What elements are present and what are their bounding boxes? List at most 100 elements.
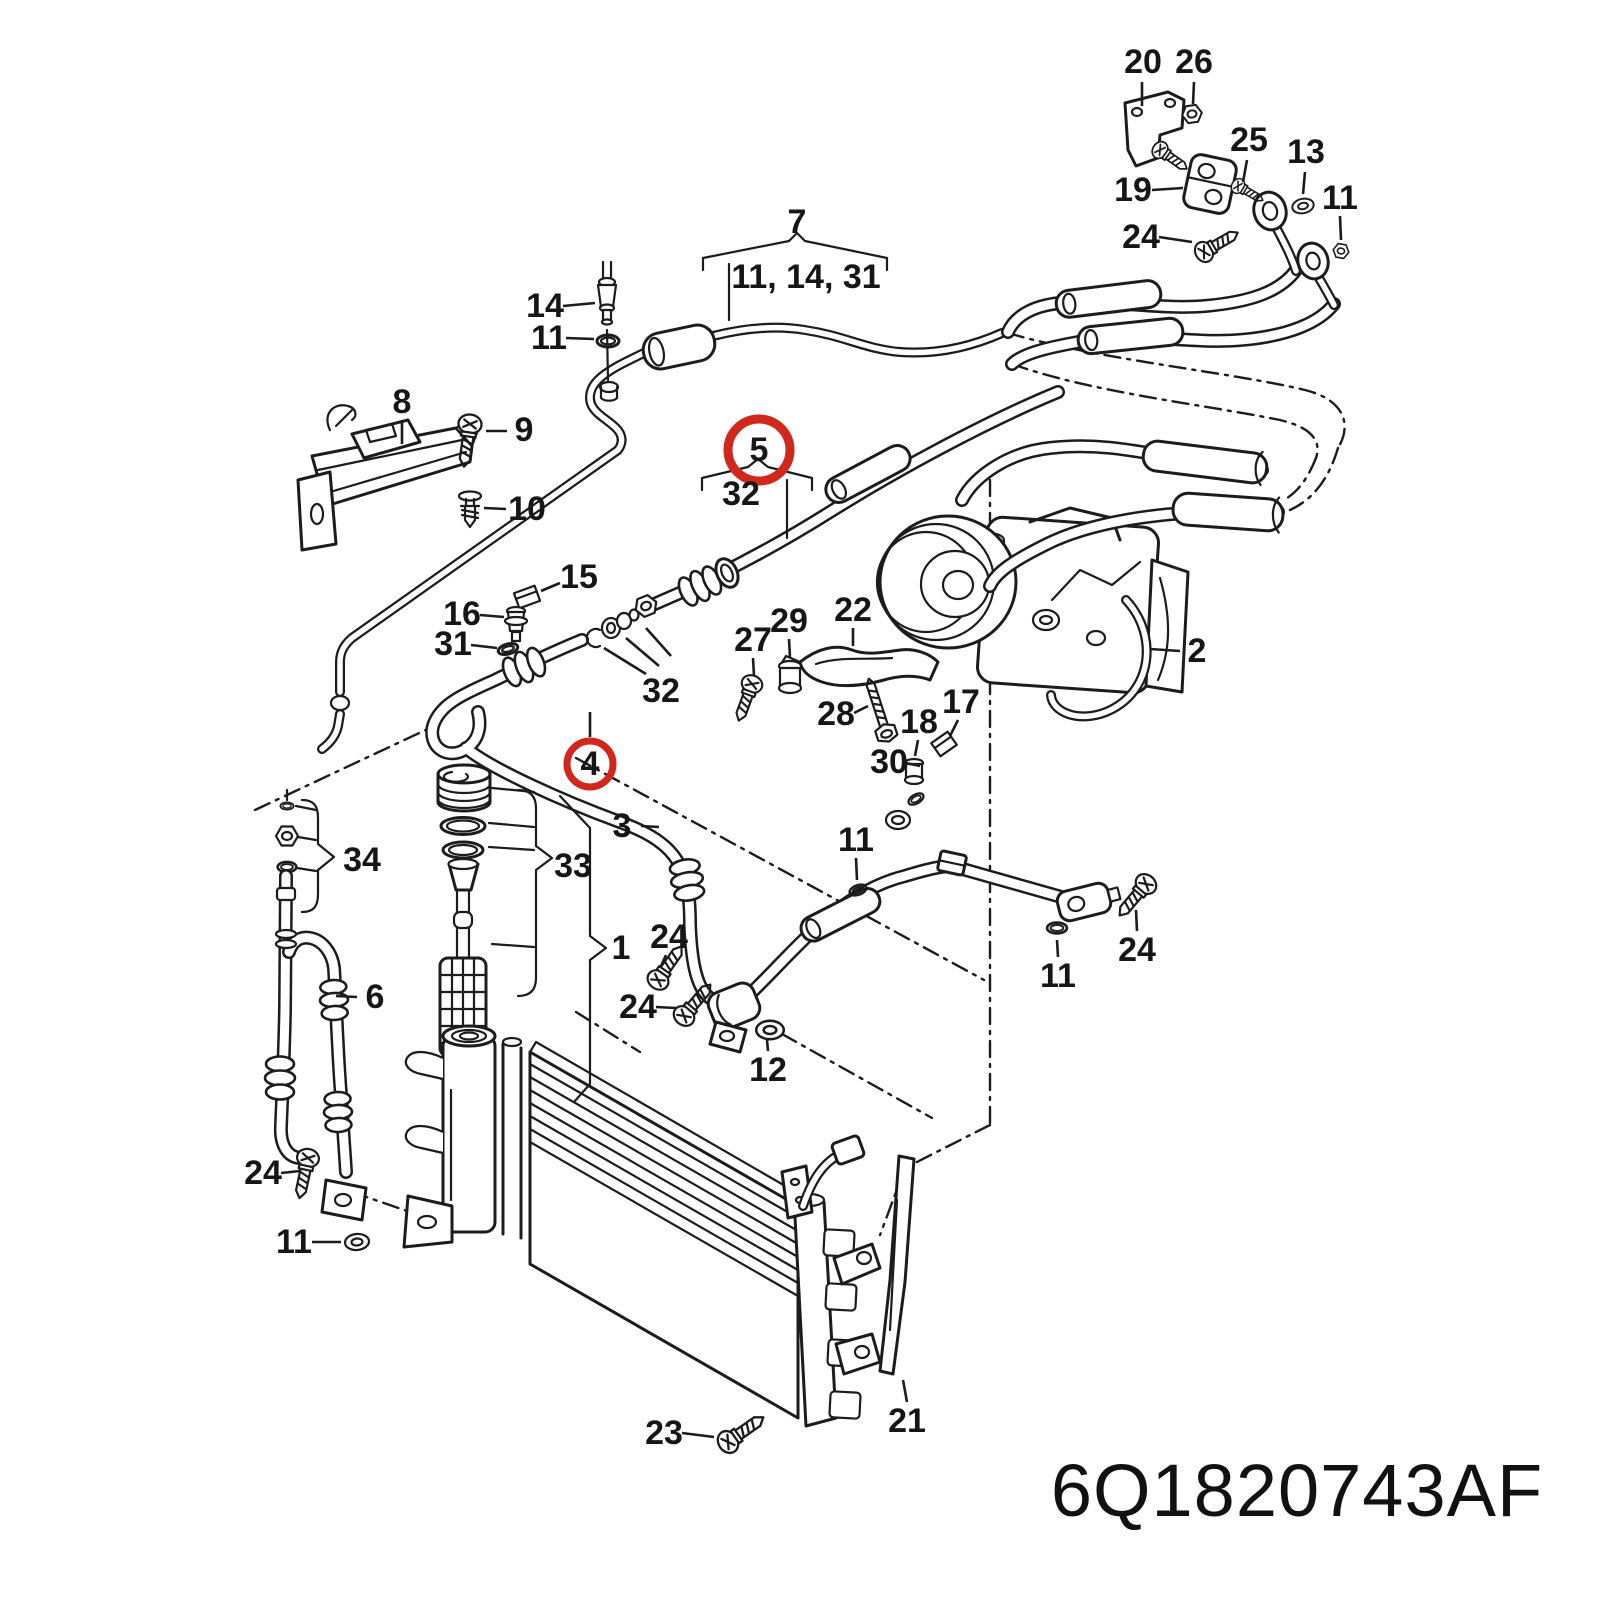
- part-label-26: 26: [1175, 43, 1213, 81]
- part-label-group-24-35: 24: [619, 988, 677, 1026]
- trim-strip-21: [878, 1154, 916, 1376]
- part-label-group-25-2: 25: [1230, 121, 1268, 183]
- screw-24-icon: [1190, 222, 1245, 267]
- leader-line: [905, 761, 921, 768]
- brace-33: [516, 788, 554, 998]
- washer-12-icon: [754, 1019, 786, 1041]
- part-label-8: 8: [393, 383, 412, 421]
- part-label-group-34-31: 34: [343, 841, 381, 879]
- part-label-11: 11: [838, 821, 874, 859]
- fitting-17: [930, 730, 958, 758]
- part-label-33: 33: [554, 847, 592, 885]
- part-label-group-11-37: 11: [1040, 939, 1076, 995]
- leader-line: [483, 506, 507, 511]
- leader-line: [603, 646, 647, 676]
- pipe-7-assembly: [322, 260, 1002, 749]
- part-label-group-2-26: 2: [1149, 632, 1207, 670]
- coupler: [884, 809, 912, 831]
- compressor: [875, 506, 1190, 716]
- part-label-group-3-29: 3: [613, 807, 660, 845]
- pipe-muffler: [641, 323, 717, 371]
- hose-3-4-5-assembly: [432, 392, 1162, 1054]
- pressure-valve-14: [596, 260, 618, 326]
- washer-icon: [1289, 195, 1317, 217]
- service-fittings: [496, 584, 542, 656]
- part-label-3: 3: [613, 807, 632, 845]
- bracket-20: [1123, 90, 1186, 168]
- leader-line: [681, 1431, 715, 1439]
- part-label-group-1-33: 1: [612, 929, 631, 967]
- leader-line: [948, 719, 960, 737]
- part-label-17: 17: [942, 683, 980, 721]
- part-label-group-32-27: 32: [603, 627, 680, 710]
- part-label-10: 10: [508, 490, 546, 528]
- screw-27-icon: [727, 671, 766, 726]
- leader-line: [751, 657, 756, 677]
- condenser-side-rail: [780, 1164, 882, 1428]
- leader-line: [765, 1039, 770, 1052]
- brace-34: [300, 798, 336, 914]
- leader-line: [655, 1005, 677, 1010]
- part-label-group-9-12: 9: [486, 411, 533, 449]
- leader-line: [335, 994, 358, 999]
- part-label-32: 32: [642, 672, 680, 710]
- part-label-group-10-13: 10: [483, 490, 546, 528]
- part-label-group-22-21: 22: [834, 591, 872, 646]
- part-label-7: 7: [788, 203, 807, 241]
- leader-line: [562, 301, 596, 308]
- leader-line: [1158, 235, 1193, 244]
- part-label-11: 11: [531, 319, 567, 357]
- part-label-24: 24: [1122, 218, 1160, 256]
- leader-line: [479, 613, 505, 619]
- part-label-group-5-14: 5: [723, 414, 795, 486]
- hose-elbow-fitting: [706, 981, 762, 1031]
- part-label-21: 21: [888, 1402, 926, 1440]
- part-label-group-16-17: 16: [443, 595, 505, 633]
- leader-line: [1134, 909, 1139, 932]
- part-label-34: 34: [343, 841, 381, 879]
- coupling-parts-32: [585, 591, 661, 649]
- leader-line: [1055, 939, 1060, 958]
- part-label-group-12-39: 12: [749, 1039, 787, 1089]
- leader-line: [901, 1379, 909, 1403]
- part-label-group-24-40: 24: [244, 1154, 301, 1192]
- clip-10-icon: [457, 490, 483, 529]
- clamp-19: [1182, 153, 1238, 215]
- leader-line: [470, 643, 498, 650]
- part-label-group-18-23: 18: [900, 703, 938, 757]
- leader-line: [1149, 647, 1181, 653]
- part-label-group-15-16: 15: [540, 558, 598, 596]
- part-number: 6Q1820743AF: [1051, 1449, 1543, 1532]
- leader-line: [640, 824, 660, 829]
- compressor-bracket-group: [727, 645, 958, 831]
- part-label-group-24-6: 24: [1122, 218, 1193, 256]
- bolt-28-icon: [858, 674, 900, 746]
- part-label-group-8-11: 8: [393, 383, 412, 444]
- part-label-group-11-41: 11: [276, 1223, 341, 1261]
- part-label-14: 14: [526, 287, 564, 325]
- part-label-27: 27: [734, 621, 772, 659]
- part-label-group-29-20: 29: [770, 602, 808, 659]
- part-label-group-11-4: 11: [1322, 179, 1358, 241]
- leader-line: [645, 627, 672, 657]
- leader-line: [854, 857, 859, 881]
- part-label-12: 12: [749, 1051, 787, 1089]
- pipe-clamp-bracket-group: [1123, 90, 1268, 267]
- pipe-union: [329, 694, 351, 712]
- screw-23-icon: [712, 1406, 772, 1459]
- part-label-2: 2: [1188, 632, 1207, 670]
- part-label-24: 24: [244, 1154, 282, 1192]
- part-label-1: 1: [612, 929, 631, 967]
- hose-eyelet: [1055, 881, 1122, 923]
- leader-line: [1191, 81, 1196, 105]
- part-label-30: 30: [870, 743, 908, 781]
- part-label-group-20-0: 20: [1124, 43, 1162, 106]
- part-label-28: 28: [817, 695, 855, 733]
- part-label-group-28-22: 28: [817, 695, 869, 733]
- part-label-11: 11: [1040, 957, 1076, 995]
- leader-line: [1301, 171, 1307, 195]
- part-label-group-23-42: 23: [645, 1414, 715, 1452]
- part-label-group-27-19: 27: [734, 621, 772, 677]
- top-right-hose-pair: [962, 190, 1351, 586]
- part-label-group-31-18: 31: [434, 625, 498, 663]
